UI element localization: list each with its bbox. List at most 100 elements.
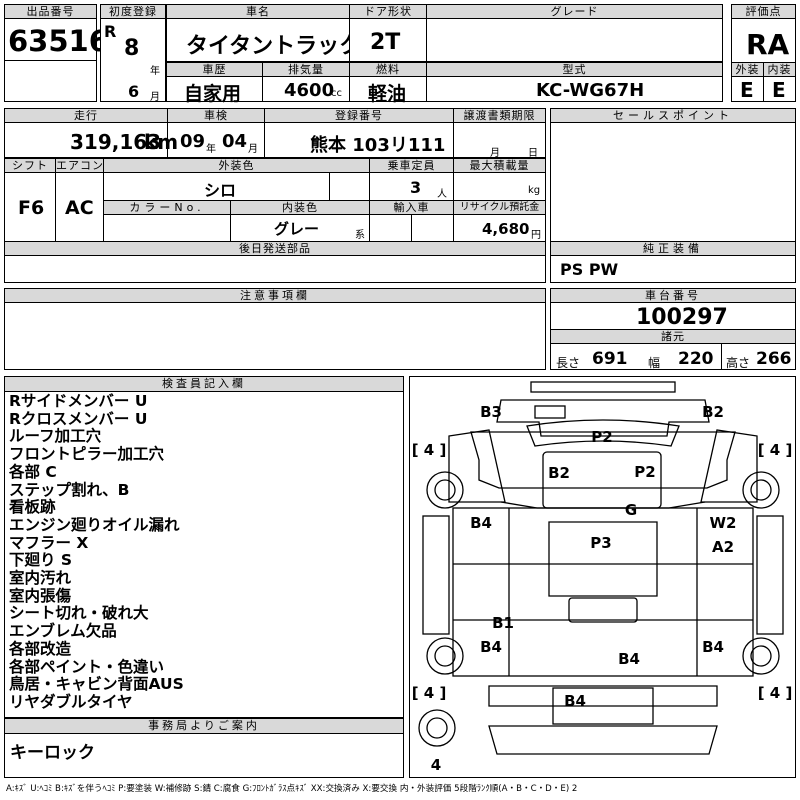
damage-mark: A2 (712, 538, 734, 556)
recycle: 4,680 (482, 220, 530, 238)
height-label: 高さ (726, 356, 751, 370)
capacity: 3 (410, 178, 422, 197)
tailgate (488, 685, 718, 707)
cab-back (500, 501, 706, 509)
inspector-line: ステップ割れ、B (9, 480, 130, 499)
door-label: ドア形状 (349, 4, 427, 19)
damage-mark: B4 (618, 650, 640, 668)
length: 691 (592, 349, 628, 369)
fuel: 軽油 (368, 83, 407, 105)
inspector-line: リヤダブルタイヤ (9, 692, 133, 711)
transfer-month-unit: 月 (490, 148, 500, 159)
damage-mark: B4 (470, 514, 492, 532)
damage-mark: B4 (702, 638, 724, 656)
import-cell-2 (411, 214, 454, 242)
length-label: 長さ (556, 356, 581, 370)
exterior-grade: E (740, 78, 754, 102)
grade-label: グレード (426, 4, 723, 19)
interior-grade-cell (763, 76, 796, 102)
ext-color-label: 外装色 (103, 158, 370, 173)
first-reg-year-unit: 年 (150, 66, 160, 77)
import-label: 輸入車 (369, 200, 454, 215)
cab-top-mark (534, 405, 566, 419)
cab-outline (496, 399, 710, 437)
rear-box (552, 687, 654, 725)
displacement-label: 排気量 (262, 62, 350, 77)
int-color-suffix: 系 (355, 230, 365, 241)
interior-grade: E (772, 78, 786, 102)
ext-color-extra-cell (329, 172, 370, 201)
rear-left-wheel (426, 637, 464, 675)
inspector-line: Rサイドメンバー U (9, 392, 148, 410)
inspector-line: ルーフ加工穴 (9, 427, 102, 446)
rear-left-wheel-inner (434, 645, 456, 667)
model: KC-WG67H (536, 80, 645, 101)
spare-wheel (418, 709, 456, 747)
first-reg-month-unit: 月 (150, 92, 160, 103)
later-parts-label: 後日発送部品 (4, 241, 546, 256)
first-reg-year: 8 (124, 36, 140, 61)
recycle-unit: 円 (531, 230, 541, 241)
rear-right-wheel-inner (750, 645, 772, 667)
aircon: AC (65, 197, 94, 219)
recycle-label: リサイクル預託金 (453, 200, 546, 215)
sales-point-label: セールスポイント (550, 108, 796, 123)
inspector-line: 鳥居・キャビン背面AUS (9, 675, 184, 694)
interior-grade-label: 内装 (763, 62, 796, 77)
inspector-line: 各部 C (9, 462, 57, 481)
color-no-label: カラーNo. (103, 200, 231, 215)
tire-tread-mark: 4 (431, 756, 441, 774)
windshield (526, 419, 680, 447)
damage-mark: B4 (564, 692, 586, 710)
front-right-wheel (742, 471, 780, 509)
inspection-year: 09 (180, 131, 206, 152)
chassis-number: 100297 (636, 305, 728, 330)
fuel-label: 燃料 (349, 62, 427, 77)
car-name-label: 車名 (166, 4, 350, 19)
shift: F6 (18, 197, 45, 219)
max-load-label: 最大積載量 (453, 158, 546, 173)
rear-right-wheel (742, 637, 780, 675)
cautions-label: 注意事項欄 (4, 288, 546, 303)
legend: A:ｷｽﾞ U:ﾍｺﾐ B:ｷｽﾞを伴うﾍｺﾐ P:要塗装 W:補修跡 S:錆 … (6, 784, 578, 794)
score-label: 評価点 (731, 4, 796, 19)
lot-label: 出品番号 (4, 4, 97, 19)
displacement-unit: cc (331, 88, 342, 99)
height: 266 (756, 349, 792, 369)
plate-label: 登録番号 (264, 108, 454, 123)
inspection-month-unit: 月 (248, 144, 258, 155)
inspector-label: 検査員記入欄 (4, 376, 404, 392)
spare-wheel-inner (426, 717, 448, 739)
mileage-unit: km (144, 130, 179, 154)
score-value: RA (746, 28, 790, 61)
tire-tread-mark: [ 4 ] (412, 441, 447, 459)
tire-tread-mark: [ 4 ] (758, 684, 793, 702)
front-left-wheel (426, 471, 464, 509)
mileage-label: 走行 (4, 108, 168, 123)
right-cab-side (700, 429, 758, 503)
capacity-label: 乗車定員 (369, 158, 454, 173)
inspector-line: マフラー X (9, 533, 89, 552)
left-body-side (422, 515, 450, 635)
genuine-label: 純正装備 (550, 241, 796, 256)
displacement: 4600 (284, 80, 335, 101)
cab-rear-wall (548, 521, 658, 597)
tire-tread-mark: [ 4 ] (758, 441, 793, 459)
inspector-line: 各部改造 (9, 639, 72, 658)
inspector-lines: Rサイドメンバー U Rクロスメンバー U ルーフ加工穴 フロントピラー加工穴 … (9, 392, 184, 712)
transfer-cell (453, 122, 546, 158)
inspector-line: 室内汚れ (9, 569, 72, 588)
front-left-wheel-inner (434, 479, 456, 501)
width-label: 幅 (648, 356, 661, 370)
specs-label: 諸元 (550, 329, 796, 344)
model-label: 型式 (426, 62, 723, 77)
history-label: 車歴 (166, 62, 263, 77)
exterior-grade-label: 外装 (731, 62, 764, 77)
damage-mark: B2 (548, 464, 570, 482)
inspection-month: 04 (222, 131, 248, 152)
door-type: 2T (370, 30, 401, 55)
lot-box (4, 4, 97, 102)
damage-mark: B1 (492, 614, 514, 632)
lot-number: 63516 (8, 24, 109, 58)
